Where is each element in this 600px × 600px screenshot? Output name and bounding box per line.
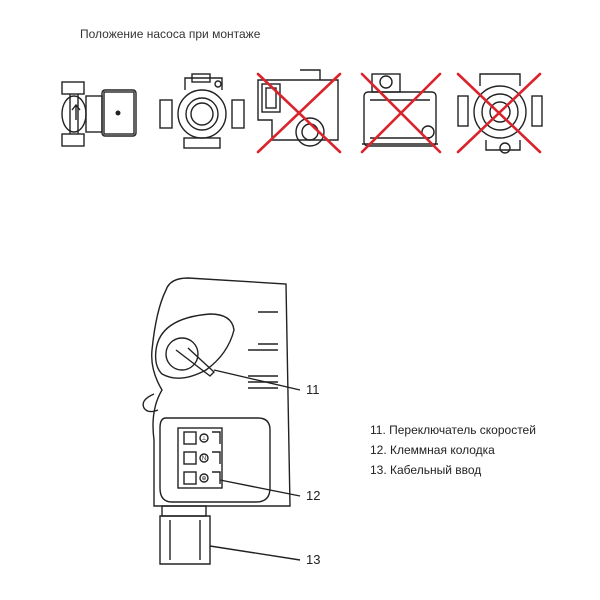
callout-13: 13 [306, 552, 321, 567]
earth-symbol: ⊥ [201, 435, 206, 442]
pump-shaft-vertical [457, 73, 543, 154]
pump-front-terminal-up [159, 73, 245, 149]
forbidden-cross-icon [360, 72, 442, 154]
phase-symbol: ⊕ [201, 476, 206, 482]
mounting-heading: Положение насоса при монтаже [80, 27, 261, 41]
pump-horizontal-side [61, 81, 137, 147]
callout-11: 11 [306, 382, 320, 397]
pump-motor-up [362, 73, 438, 147]
forbidden-cross-icon [256, 72, 342, 154]
legend-item-speed-switch: 11. Переключатель скоростей [370, 423, 536, 437]
legend-item-cable-gland: 13. Кабельный ввод [370, 463, 482, 477]
callout-12: 12 [306, 488, 321, 503]
mounting-positions-row [61, 69, 543, 154]
legend-item-terminal-block: 12. Клеммная колодка [370, 443, 495, 457]
neutral-symbol: N [202, 456, 206, 462]
legend: 11. Переключатель скоростей 12. Клеммная… [370, 420, 536, 480]
forbidden-cross-icon [456, 72, 542, 154]
pump-terminal-down [257, 69, 339, 147]
terminal-box-diagram: ⊥ N ⊕ [142, 277, 301, 565]
